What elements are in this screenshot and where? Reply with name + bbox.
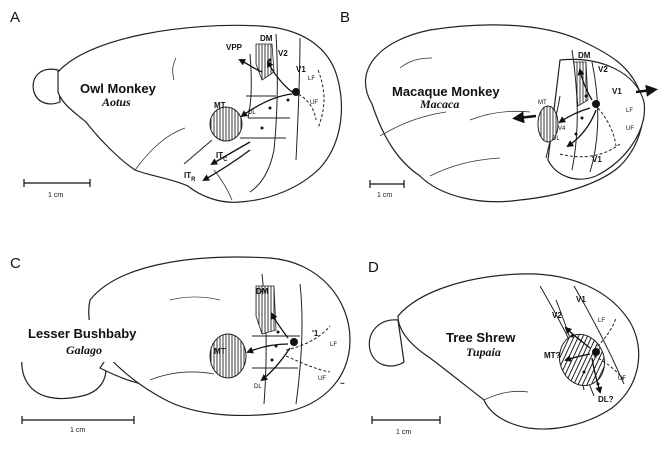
panel-a-scale-label: 1 cm <box>48 192 63 199</box>
panel-b-label-uf: UF <box>626 126 634 132</box>
panel-d-label-v2: V2 <box>552 311 562 320</box>
panel-a-label-v1: V1 <box>296 65 306 74</box>
panel-d-scale-label: 1 cm <box>396 429 411 436</box>
panel-d-label-lf: LF <box>598 318 605 324</box>
panel-c-scale-bar: 1 cm <box>22 416 134 434</box>
panel-d-label-mt: MT? <box>544 351 561 360</box>
panel-b-label-v2: V2 <box>598 65 608 74</box>
panel-c-scale-label: 1 cm <box>70 427 85 434</box>
panel-c-area-mt <box>210 334 246 378</box>
panel-d-label-dl: DL? <box>598 395 614 404</box>
panel-b-v1-dot <box>592 100 600 108</box>
panel-a-letter: A <box>10 9 20 26</box>
panel-b: B Macaque Monkey Macaca DM V2 V1 V1 MT D… <box>340 9 652 202</box>
panel-a: A Owl Monkey Aot <box>10 9 341 202</box>
panel-a-cerebellum <box>33 69 60 104</box>
panel-b-label-v4: V4 <box>558 126 566 132</box>
panel-b-label-dm: DM <box>578 51 591 60</box>
panel-c-label-mt: MT <box>214 347 226 356</box>
panel-c-label-dm: DM <box>256 287 269 296</box>
panel-a-label-v2: V2 <box>278 49 288 58</box>
panel-d-genus: Tupaia <box>466 345 501 359</box>
panel-d-label-uf: UF <box>618 376 626 382</box>
panel-b-genus: Macaca <box>419 97 459 111</box>
panel-d: D Tree Shrew Tupaia V1 V2 MT? DL? LF UF … <box>368 259 639 436</box>
panel-b-scale-bar: 1 cm <box>370 180 404 199</box>
panel-b-label-v1-top: V1 <box>612 87 622 96</box>
panel-a-label-mt: MT <box>214 101 226 110</box>
panel-b-label-mt: MT <box>538 100 547 106</box>
panel-c-letter: C <box>10 255 21 272</box>
panel-c-genus: Galago <box>66 343 102 357</box>
panel-d-olfactory-bulb <box>369 320 404 366</box>
panel-c-tilde: ~ <box>340 379 345 388</box>
panel-a-v1-dot <box>292 88 300 96</box>
panel-b-label-v1-bottom: V1 <box>592 155 602 164</box>
panel-b-letter: B <box>340 9 350 26</box>
panel-a-label-vpp: VPP <box>226 43 243 52</box>
panel-d-scale-bar: 1 cm <box>372 416 440 436</box>
panel-c-species: Lesser Bushbaby <box>28 326 137 341</box>
panel-c-label-lf: LF <box>330 342 337 348</box>
panel-a-label-dm: DM <box>260 34 273 43</box>
panel-b-label-lf: LF <box>626 108 633 114</box>
panel-a-label-uf: UF <box>310 100 318 106</box>
panel-b-label-dl: DL <box>552 136 560 142</box>
panel-d-label-v1: V1 <box>576 295 586 304</box>
panel-a-genus: Aotus <box>101 95 131 109</box>
panel-a-label-dl: DL <box>248 110 256 116</box>
panel-a-scale-bar: 1 cm <box>24 179 90 199</box>
panel-d-species: Tree Shrew <box>446 330 516 345</box>
panel-d-v1-dot <box>592 348 600 356</box>
panel-c-label-uf: UF <box>318 376 326 382</box>
panel-a-area-mt <box>210 107 242 141</box>
panel-c-label-v1: '1 <box>312 329 319 338</box>
panel-c-label-dl: DL <box>254 384 262 390</box>
panel-a-label-lf: LF <box>308 76 315 82</box>
panel-a-brain-outline <box>58 25 341 202</box>
panel-b-scale-label: 1 cm <box>377 192 392 199</box>
panel-d-letter: D <box>368 259 379 276</box>
panel-a-species: Owl Monkey <box>80 81 157 96</box>
panel-c-v1-dot <box>290 338 298 346</box>
panel-c: C Lesser Bushbaby Galago DM MT DL '1 LF … <box>0 255 350 434</box>
